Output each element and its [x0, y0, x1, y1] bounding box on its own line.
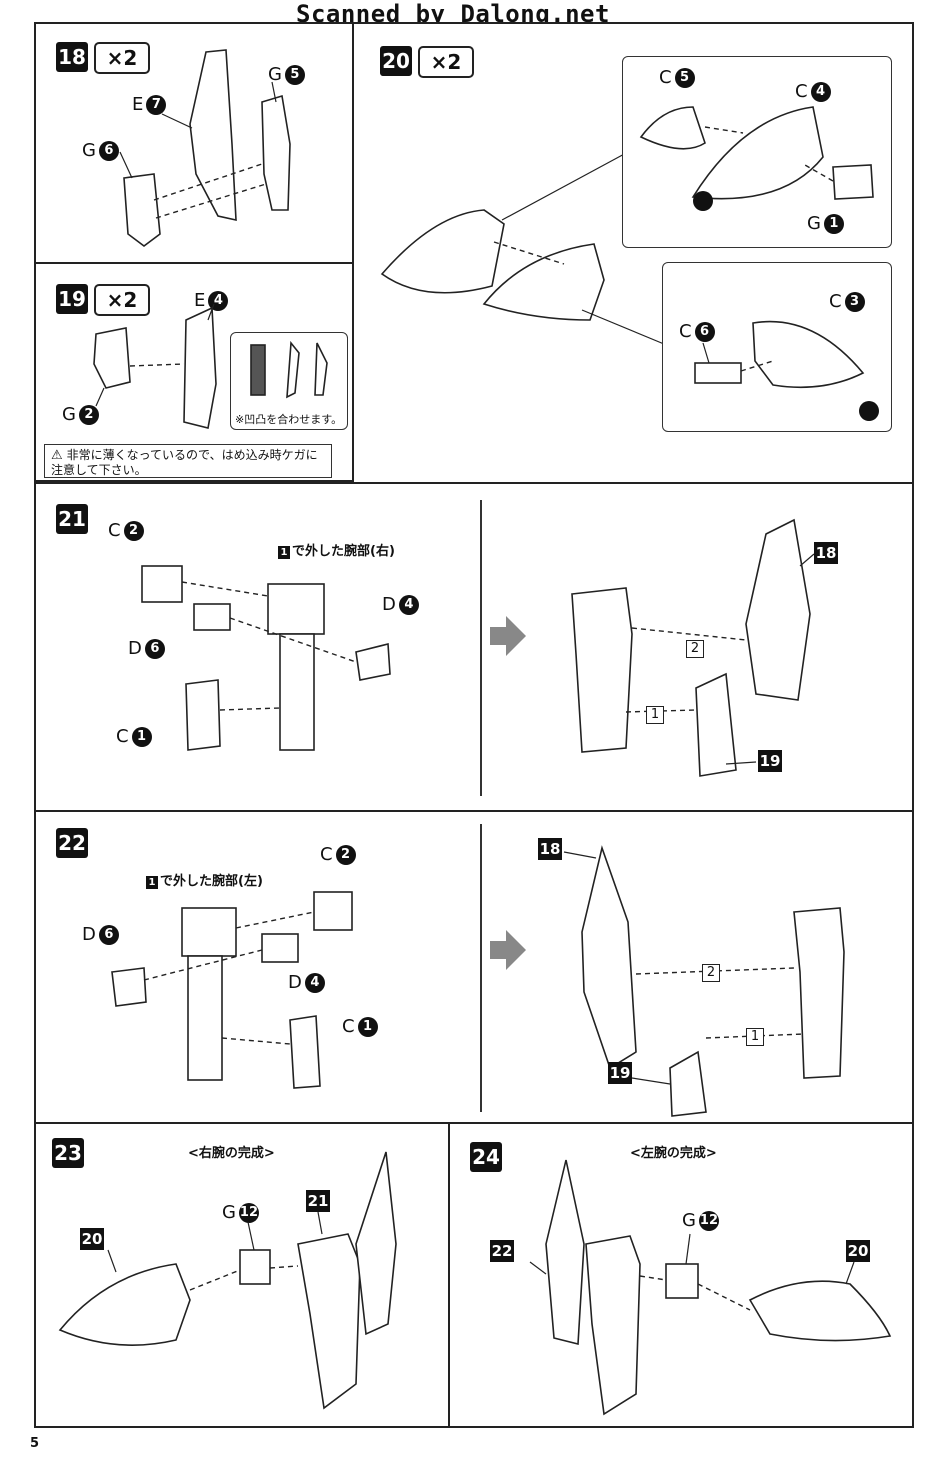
page-number: 5: [30, 1436, 40, 1451]
detail-bottom-drawing: [694, 320, 879, 421]
step-title: <右腕の完成>: [188, 1146, 275, 1161]
step-23-drawing: [58, 1151, 397, 1410]
step-title: <左腕の完成>: [630, 1146, 717, 1161]
step-21-drawing: [141, 518, 815, 777]
step-number: 18: [56, 42, 88, 72]
step-number: 20: [380, 46, 412, 76]
detail-note: ※凹凸を合わせます。: [235, 413, 343, 426]
divider: [480, 500, 482, 796]
order-marker-1: 1: [746, 1028, 764, 1046]
ref-step-20: 20: [80, 1228, 104, 1250]
step-19-drawing: [93, 303, 217, 429]
step-20-drawing: [380, 151, 665, 345]
quantity-badge: ×2: [94, 42, 150, 74]
safety-warning: ⚠非常に薄くなっているので、はめ込み時ケガに 注意して下さい。: [44, 444, 332, 478]
detail-top-drawing: [639, 106, 874, 211]
step-number: 21: [56, 504, 88, 534]
detail-drawing: [250, 340, 328, 399]
step-18-drawing: [119, 49, 291, 247]
order-marker-1: 1: [646, 706, 664, 724]
step-number: 22: [56, 828, 88, 858]
ref-step-18: 18: [814, 542, 838, 564]
right-arrow-icon: [490, 930, 526, 970]
ref-step-18: 18: [538, 838, 562, 860]
order-marker-2: 2: [686, 640, 704, 658]
detail-inset: ※凹凸を合わせます。: [230, 332, 348, 430]
ref-step-19: 19: [758, 750, 782, 772]
step-24-drawing: [529, 1159, 892, 1416]
ref-step-20: 20: [846, 1240, 870, 1262]
step-number: 23: [52, 1138, 84, 1168]
order-marker-2: 2: [702, 964, 720, 982]
step-number: 24: [470, 1142, 502, 1172]
step-22-drawing: [111, 845, 845, 1117]
step-number: 19: [56, 284, 88, 314]
warning-icon: ⚠: [51, 448, 63, 463]
ref-step-19: 19: [608, 1062, 632, 1084]
ref-step-22: 22: [490, 1240, 514, 1262]
divider: [480, 824, 482, 1112]
right-arrow-icon: [490, 616, 526, 656]
ref-step-21: 21: [306, 1190, 330, 1212]
quantity-badge: ×2: [418, 46, 474, 78]
quantity-badge: ×2: [94, 284, 150, 316]
